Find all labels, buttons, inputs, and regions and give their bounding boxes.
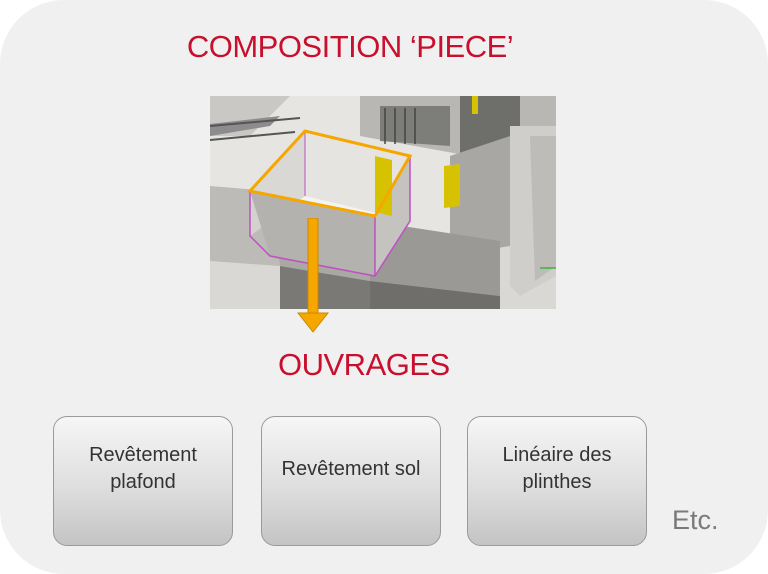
ouvrages-heading: OUVRAGES bbox=[278, 347, 450, 382]
box-revetement-plafond: Revêtement plafond bbox=[53, 416, 233, 546]
etc-label: Etc. bbox=[672, 505, 719, 535]
box-label: Linéaire des plinthes bbox=[502, 444, 612, 493]
down-arrow-icon bbox=[296, 218, 330, 333]
box-label: Revêtement sol bbox=[281, 457, 421, 480]
building-3d-cutaway-image bbox=[210, 96, 556, 309]
box-revetement-sol: Revêtement sol bbox=[261, 416, 441, 546]
diagram-title: COMPOSITION ‘PIECE’ bbox=[186, 29, 514, 64]
box-lineaire-plinthes: Linéaire des plinthes bbox=[467, 416, 647, 546]
box-label: Revêtement plafond bbox=[89, 444, 197, 493]
